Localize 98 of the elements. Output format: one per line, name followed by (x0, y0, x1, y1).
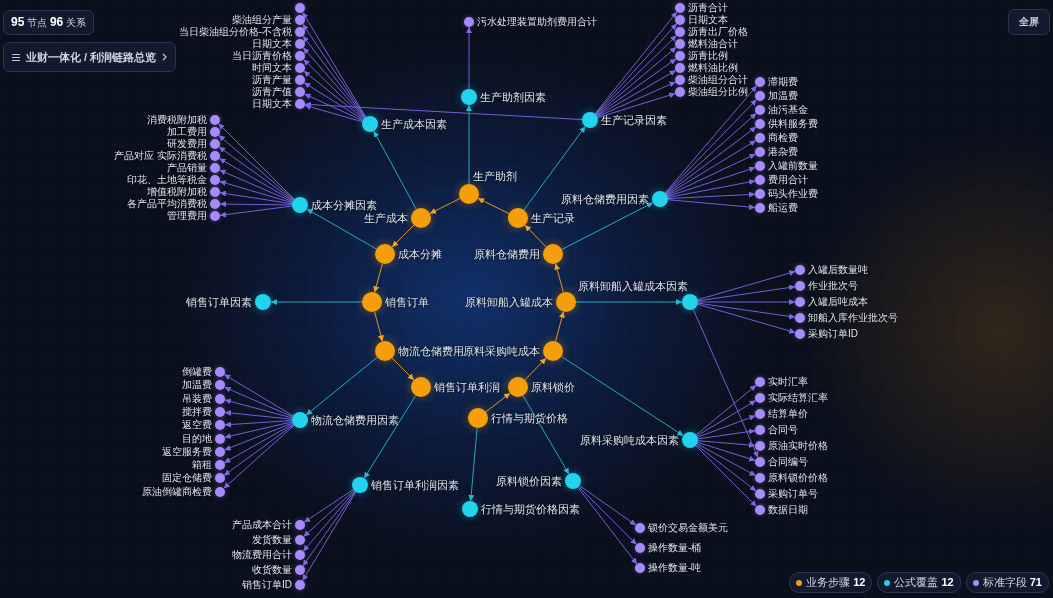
node-label: 行情与期货价格因素 (481, 502, 580, 516)
node-label: 柴油组分产量 (232, 14, 292, 26)
node-label: 物流费用合计 (232, 549, 292, 561)
node-label: 箱租 (192, 459, 212, 472)
node-label: 合同编号 (768, 456, 808, 468)
node-label: 产品对应 实际消费税 (114, 150, 207, 162)
node-label: 研发费用 (167, 138, 207, 150)
node-label: 污水处理装置助剂费用合计 (477, 16, 597, 28)
node-label: 原料卸船入罐成本 (465, 295, 553, 309)
node-label: 固定仓储费 (162, 472, 212, 485)
node-label: 柴油组分比例 (688, 86, 748, 98)
node-label: 原料仓储费用 (474, 247, 540, 261)
node-label: 锁价交易金额美元 (648, 522, 728, 534)
node-label: 采购订单ID (808, 328, 858, 340)
node-label: 沥青出厂价格 (688, 26, 748, 38)
node-label: 销售订单因素 (186, 295, 252, 309)
node-label: 原料卸船入罐成本因素 (578, 280, 688, 293)
node-label: 油污基金 (768, 104, 808, 116)
node-label: 入罐后数量吨 (808, 264, 868, 276)
node-label: 物流仓储费用因素 (311, 413, 399, 427)
node-label: 沥青比例 (688, 50, 728, 62)
node-label: 采购订单号 (768, 488, 818, 500)
node-label: 物流仓储费用 (398, 344, 464, 358)
node-label: 目的地 (182, 432, 212, 445)
node-label: 吊装费 (182, 392, 212, 405)
fullscreen-button: 全屏 (1008, 9, 1050, 35)
node-label: 返空服务费 (162, 445, 212, 458)
node-label: 沥青产量 (252, 74, 292, 86)
node-label: 产品销量 (167, 162, 207, 174)
node-label: 沥青合计 (688, 2, 728, 14)
node-label: 生产助剂 (473, 170, 517, 183)
node-label: 操作数量-吨 (648, 562, 702, 574)
node-label: 原料采购吨成本因素 (580, 433, 679, 447)
node-label: 加工费用 (167, 126, 207, 138)
node-label: 产品成本合计 (232, 519, 292, 531)
node-label: 生产成本因素 (381, 117, 447, 131)
node-label: 倒罐费 (182, 366, 212, 378)
node-label: 日期文本 (252, 38, 292, 50)
node-label: 原油实时价格 (768, 440, 828, 452)
node-label: 成本分摊因素 (311, 198, 377, 212)
node-label: 供料服务费 (768, 118, 818, 130)
node-label: 各产品平均消费税 (127, 198, 207, 210)
node-label: 操作数量-桶 (648, 542, 702, 554)
node-label: 管理费用 (167, 210, 207, 222)
node-label: 时间文本 (252, 62, 292, 74)
node-label: 销售订单利润 (434, 380, 500, 394)
node-label: 原料锁价因素 (496, 474, 562, 488)
node-label: 实际结算汇率 (768, 392, 828, 404)
node-label: 当日沥青价格 (232, 50, 292, 62)
node-label: 销售订单利润因素 (371, 478, 459, 492)
stats-badge: 95 节点 96 关系 (3, 10, 95, 35)
node-label: 原油倒罐商检费 (142, 485, 212, 498)
breadcrumb-button: 业财一体化 / 利润链路总览 (3, 42, 177, 72)
legend-label: 标准字段 71 (982, 575, 1042, 590)
node-label: 返空费 (182, 419, 212, 432)
node-label: 增值税附加税 (147, 186, 207, 198)
node-label: 船运费 (768, 202, 798, 214)
node-label: 港杂费 (768, 146, 798, 158)
node-label: 当日柴油组分价格-不含税 (178, 26, 292, 38)
node-label: 行情与期货价格 (491, 411, 568, 425)
node-label: 沥青产值 (252, 86, 292, 98)
node-label: 柴油组分合计 (688, 74, 748, 86)
node-label: 生产成本 (364, 211, 408, 225)
node-label: 数据日期 (768, 504, 808, 516)
node-label: 搅拌费 (182, 405, 212, 418)
node-label: 原料仓储费用因素 (561, 192, 649, 206)
node-label: 加温费 (768, 90, 798, 102)
node-label: 卸船入库作业批次号 (808, 312, 898, 324)
node-label: 日期文本 (688, 14, 728, 26)
node-label: 成本分摊 (398, 247, 442, 261)
node-label: 印花、土地等税金 (127, 174, 207, 186)
node-label: 销售订单ID (242, 579, 292, 591)
node-label: 费用合计 (768, 174, 808, 186)
node-label: 商检费 (768, 132, 798, 144)
legend-label: 公式覆盖 12 (894, 575, 954, 590)
node-label: 原料锁价价格 (768, 472, 828, 484)
node-label: 结算单价 (768, 408, 808, 420)
node-label: 日期文本 (252, 98, 292, 110)
legend-label: 业务步骤 12 (806, 575, 866, 590)
node-label: 燃料油比例 (688, 62, 738, 74)
node-label: 入罐后吨成本 (808, 296, 868, 308)
node-label: 生产助剂因素 (480, 90, 546, 104)
node-label: 码头作业费 (768, 188, 818, 200)
node-label: 原料锁价 (531, 380, 575, 394)
node-label: 原料采购吨成本 (463, 344, 540, 358)
node-label: 滞期费 (768, 76, 798, 88)
node-label: 消费税附加税 (147, 114, 207, 126)
node-label: 销售订单 (385, 295, 429, 309)
node-label: 加温费 (182, 379, 212, 392)
node-label: 发货数量 (252, 534, 292, 546)
node-label: 合同号 (768, 424, 798, 436)
node-label: 作业批次号 (808, 280, 858, 292)
node-label: 生产记录 (531, 211, 575, 225)
node-label: 入罐前数量 (768, 160, 818, 172)
node-label: 实时汇率 (768, 376, 808, 388)
node-label: 生产记录因素 (601, 113, 667, 127)
node-label: 燃料油合计 (688, 38, 738, 50)
node-label: 收货数量 (252, 564, 292, 576)
